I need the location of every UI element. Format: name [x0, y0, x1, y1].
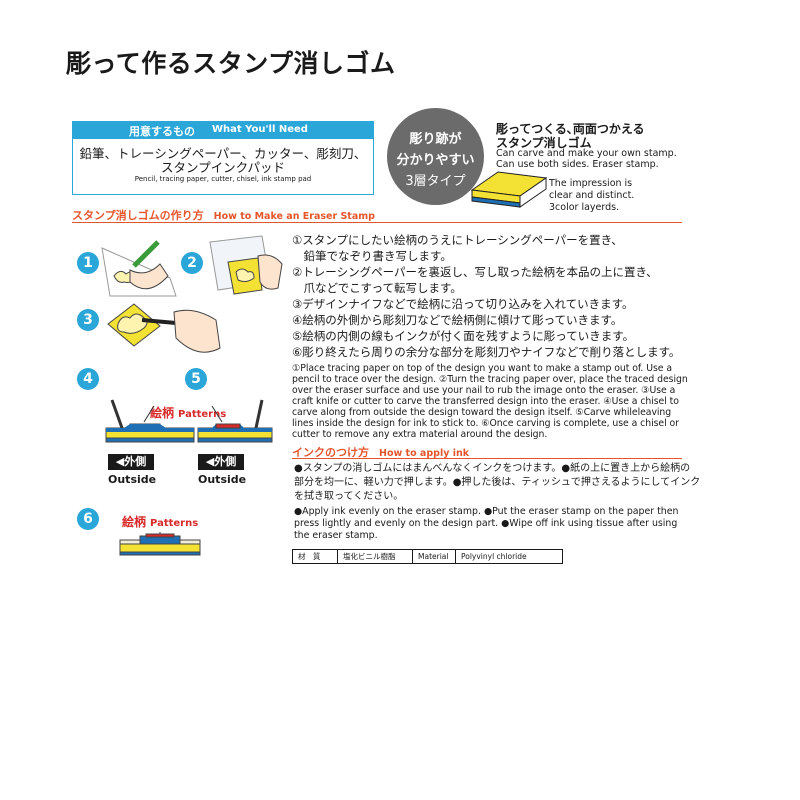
material-label-jp: 材 質	[292, 549, 338, 564]
step-badge-2: 2	[181, 252, 203, 274]
three-layer-badge: 彫り跡が 分かりやすい 3層タイプ	[387, 108, 484, 205]
step-badge-5: 5	[185, 368, 207, 390]
eraser-block-illustration	[470, 171, 548, 208]
step-jp-2: ②トレーシングペーパーを裏返し、写し取った絵柄を本品の上に置き、	[292, 265, 658, 279]
step-jp-1b: 鉛筆でなぞり書き写します。	[292, 249, 452, 263]
step1-pencil-tracing-illustration	[101, 240, 177, 297]
patterns-label-a-en: Patterns	[178, 409, 227, 420]
feature-jp-2: スタンプ消しゴム	[496, 136, 592, 150]
patterns-label-b-en: Patterns	[150, 518, 199, 529]
feature-jp-1: 彫ってつくる､両面つかえる	[496, 122, 645, 136]
step3-knife-cutting-illustration	[107, 303, 221, 353]
needs-items-jp-1: 鉛筆、トレーシングペーパー、カッター、彫刻刀、	[79, 146, 367, 161]
needs-items-jp-2: スタンプインクパッド	[160, 160, 285, 175]
feature-en-2: Can use both sides. Eraser stamp.	[496, 159, 659, 170]
outside-tag-b: ◀外側	[198, 454, 244, 470]
page-title: 彫って作るスタンプ消しゴム	[66, 49, 396, 78]
feature-en-1: Can carve and make your own stamp.	[496, 148, 677, 159]
step-jp-1: ①スタンプにしたい絵柄のうえにトレーシングペーパーを置き、	[292, 233, 623, 247]
outside-tag-a: ◀外側	[108, 454, 154, 470]
what-you-need-heading-jp: 用意するもの	[129, 125, 195, 138]
ink-en-paragraph: ●Apply ink evenly on the eraser stamp. ●…	[294, 506, 679, 541]
howto-heading: スタンプ消しゴムの作り方 How to Make an Eraser Stamp	[72, 207, 375, 223]
ink-heading-jp: インクのつけ方	[292, 446, 369, 459]
step-jp-3: ③デザインナイフなどで絵柄に沿って切り込みを入れていきます。	[292, 297, 634, 311]
outside-label-b: Outside	[198, 473, 247, 486]
badge-line-3: 3層タイプ	[405, 174, 466, 189]
step-badge-1: 1	[77, 252, 99, 274]
howto-heading-jp: スタンプ消しゴムの作り方	[72, 209, 204, 222]
ink-jp-3: を拭き取ってください。	[294, 491, 404, 502]
material-label-en: Material	[412, 549, 456, 564]
step-badge-4: 4	[77, 368, 99, 390]
ink-jp-1: ●スタンプの消しゴムにはまんべんなくインクをつけます。●紙の上に置き上から絵柄の	[294, 463, 691, 474]
badge-line-2: 分かりやすい	[396, 153, 475, 168]
what-you-need-header: 用意するもの What You'll Need	[73, 122, 373, 139]
step-jp-4: ④絵柄の外側から彫刻刀などで絵柄側に傾けて彫っていきます。	[292, 313, 623, 327]
material-value-jp: 塩化ビニル樹脂	[337, 549, 413, 564]
what-you-need-box: 用意するもの What You'll Need 鉛筆、トレーシングペーパー、カッ…	[72, 121, 374, 195]
material-row: 材 質 塩化ビニル樹脂 Material Polyvinyl chloride	[292, 549, 563, 564]
step2-transfer-illustration	[209, 235, 283, 295]
steps-en-paragraph: ①Place tracing paper on top of the desig…	[292, 363, 688, 440]
step-jp-5: ⑤絵柄の内側の線もインクが付く面を残すように彫っていきます。	[292, 329, 635, 343]
what-you-need-heading-en: What You'll Need	[212, 124, 308, 135]
step-badge-6: 6	[77, 508, 99, 530]
patterns-label-a-jp: 絵柄	[150, 406, 175, 420]
ink-divider	[292, 458, 682, 459]
material-value-en: Polyvinyl chloride	[455, 549, 563, 564]
step5-cross-section-illustration	[197, 399, 273, 443]
ink-jp-2: 部分を均一に、軽い力で押します。●押した後は、ティッシュで押さえるようにしてイン…	[294, 477, 701, 488]
step-jp-6: ⑥彫り終えたら周りの余分な部分を彫刻刀やナイフなどで削り落とします。	[292, 345, 681, 359]
impression-line-1: The impression is	[549, 178, 633, 189]
howto-heading-en: How to Make an Eraser Stamp	[213, 211, 375, 222]
material-table: 材 質 塩化ビニル樹脂 Material Polyvinyl chloride	[292, 549, 563, 564]
step4-cross-section-illustration	[105, 399, 195, 443]
impression-line-3: 3color layerds.	[549, 202, 620, 213]
howto-divider	[72, 222, 682, 223]
patterns-label-b-jp: 絵柄	[122, 515, 147, 529]
step6-cross-section-illustration	[119, 532, 201, 556]
badge-line-1: 彫り跡が	[409, 132, 462, 147]
ink-heading-en: How to apply ink	[379, 448, 470, 459]
outside-label-a: Outside	[108, 473, 157, 486]
step-badge-3: 3	[77, 309, 99, 331]
impression-line-2: clear and distinct.	[549, 190, 635, 201]
needs-items-en: Pencil, tracing paper, cutter, chisel, i…	[134, 175, 312, 183]
ink-heading: インクのつけ方 How to apply ink	[292, 444, 469, 460]
step-jp-2b: 爪などでこすって転写します。	[292, 281, 462, 295]
